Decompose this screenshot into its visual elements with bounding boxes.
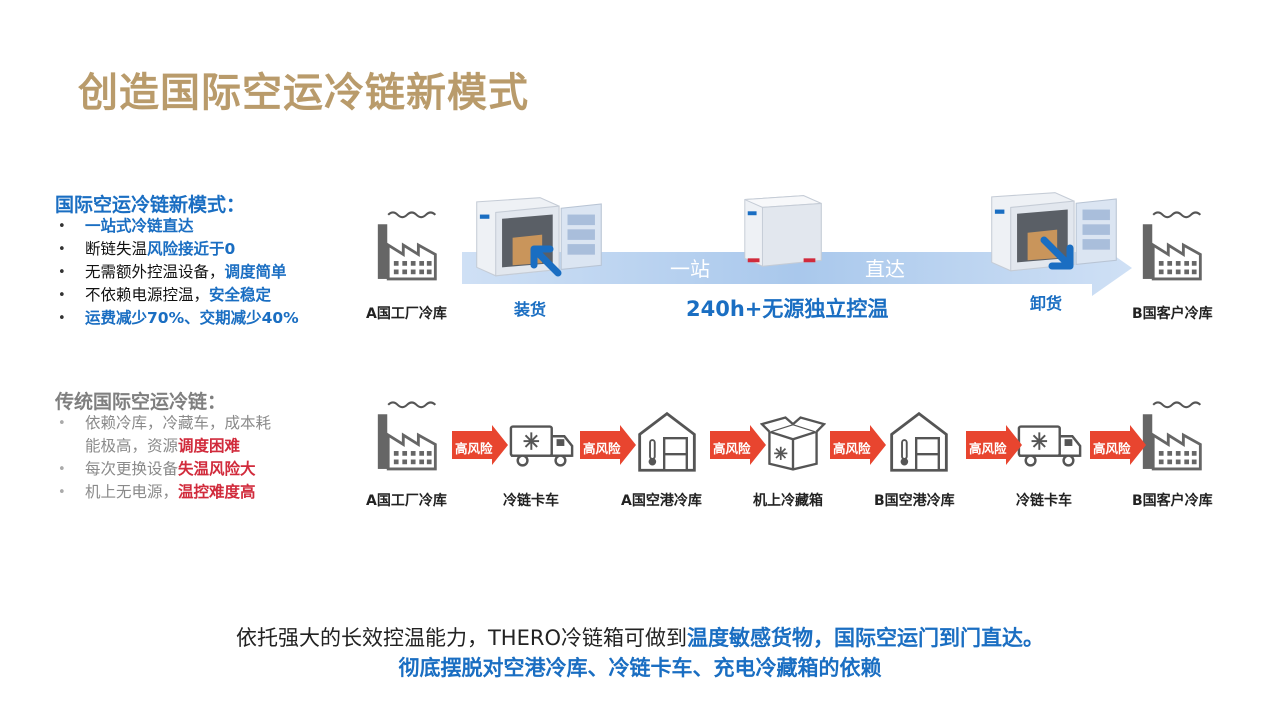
step-label: 机上冷藏箱 — [753, 493, 823, 509]
factory-icon — [1140, 205, 1206, 285]
factory-icon — [375, 395, 441, 475]
factory-icon — [1140, 395, 1206, 475]
risk-label: 高风险 — [713, 441, 751, 456]
high-risk-arrow-icon — [452, 425, 508, 465]
step-label: B国空港冷库 — [874, 493, 955, 509]
step-label: 冷链卡车 — [503, 493, 559, 509]
truck-icon — [508, 420, 576, 470]
list-item: 机上无电源，温控难度高 — [55, 481, 271, 504]
list-item: 不依赖电源控温，安全稳定 — [55, 284, 299, 307]
direct-arrow-bar — [462, 240, 1132, 296]
new-mode-list: 一站式冷链直达 断链失温风险接近于0 无需额外控温设备，调度简单 不依赖电源控温… — [55, 215, 299, 330]
warehouse-icon — [634, 408, 700, 474]
destination-label: B国客户冷库 — [1132, 306, 1213, 322]
list-item: 每次更换设备失温风险大 — [55, 458, 271, 481]
bottom-statement-2: 彻底摆脱对空港冷库、冷链卡车、充电冷藏箱的依赖 — [398, 656, 882, 680]
bar-label-left: 一站 — [670, 257, 710, 281]
risk-label: 高风险 — [583, 441, 621, 456]
risk-label: 高风险 — [455, 441, 493, 456]
risk-label: 高风险 — [1093, 441, 1131, 456]
cold-box-image — [735, 180, 833, 272]
high-risk-arrow-icon — [710, 425, 766, 465]
center-label: 240h+无源独立控温 — [686, 297, 889, 321]
high-risk-arrow-icon — [966, 425, 1022, 465]
cold-box-icon — [760, 414, 826, 472]
warehouse-icon — [886, 408, 952, 474]
traditional-heading: 传统国际空运冷链： — [55, 391, 227, 413]
risk-label: 高风险 — [969, 441, 1007, 456]
step-label: B国客户冷库 — [1132, 493, 1213, 509]
high-risk-arrow-icon — [830, 425, 886, 465]
bar-label-right: 直达 — [865, 257, 905, 281]
arrow-up-left-icon — [530, 245, 562, 277]
step-label: 冷链卡车 — [1016, 493, 1072, 509]
truck-icon — [1016, 420, 1084, 470]
high-risk-arrow-icon — [580, 425, 636, 465]
arrow-down-right-icon — [1040, 236, 1074, 270]
list-item: 断链失温风险接近于0 — [55, 238, 299, 261]
high-risk-arrow-icon — [1090, 425, 1146, 465]
new-mode-heading: 国际空运冷链新模式： — [55, 194, 246, 216]
list-item: 一站式冷链直达 — [55, 215, 299, 238]
list-item: 无需额外控温设备，调度简单 — [55, 261, 299, 284]
bottom-statement: 依托强大的长效控温能力，THERO冷链箱可做到温度敏感货物，国际空运门到门直达。 — [235, 626, 1044, 650]
list-item: 运费减少70%、交期减少40% — [55, 307, 299, 330]
step-label: A国工厂冷库 — [366, 493, 447, 509]
unload-label: 卸货 — [1030, 294, 1063, 313]
factory-icon — [375, 205, 441, 285]
origin-label: A国工厂冷库 — [366, 306, 447, 322]
page-title: 创造国际空运冷链新模式 — [78, 70, 529, 116]
load-label: 装货 — [514, 300, 547, 319]
step-label: A国空港冷库 — [621, 493, 702, 509]
risk-label: 高风险 — [833, 441, 871, 456]
